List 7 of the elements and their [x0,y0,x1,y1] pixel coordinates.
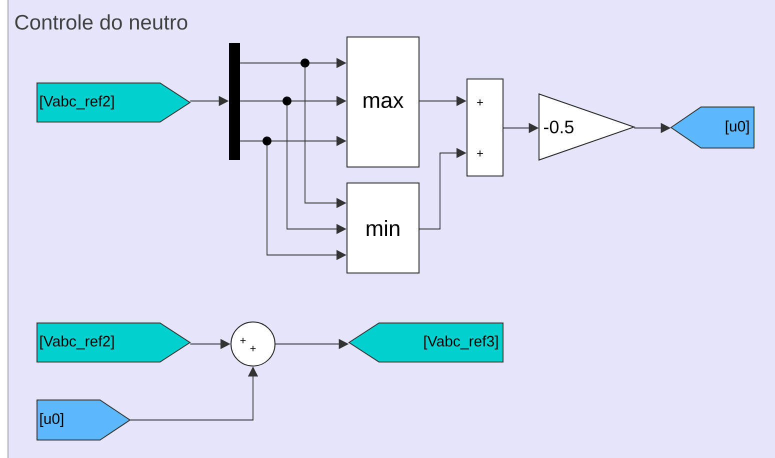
demux-bar [229,43,240,160]
from-tag: [u0] [36,400,131,440]
from-tag: [Vabc_ref2] [36,82,191,122]
function-block: max [346,36,420,168]
sum-block: + + [466,78,504,176]
function-block: min [346,182,420,274]
from-tag: [Vabc_ref2] [36,322,191,362]
